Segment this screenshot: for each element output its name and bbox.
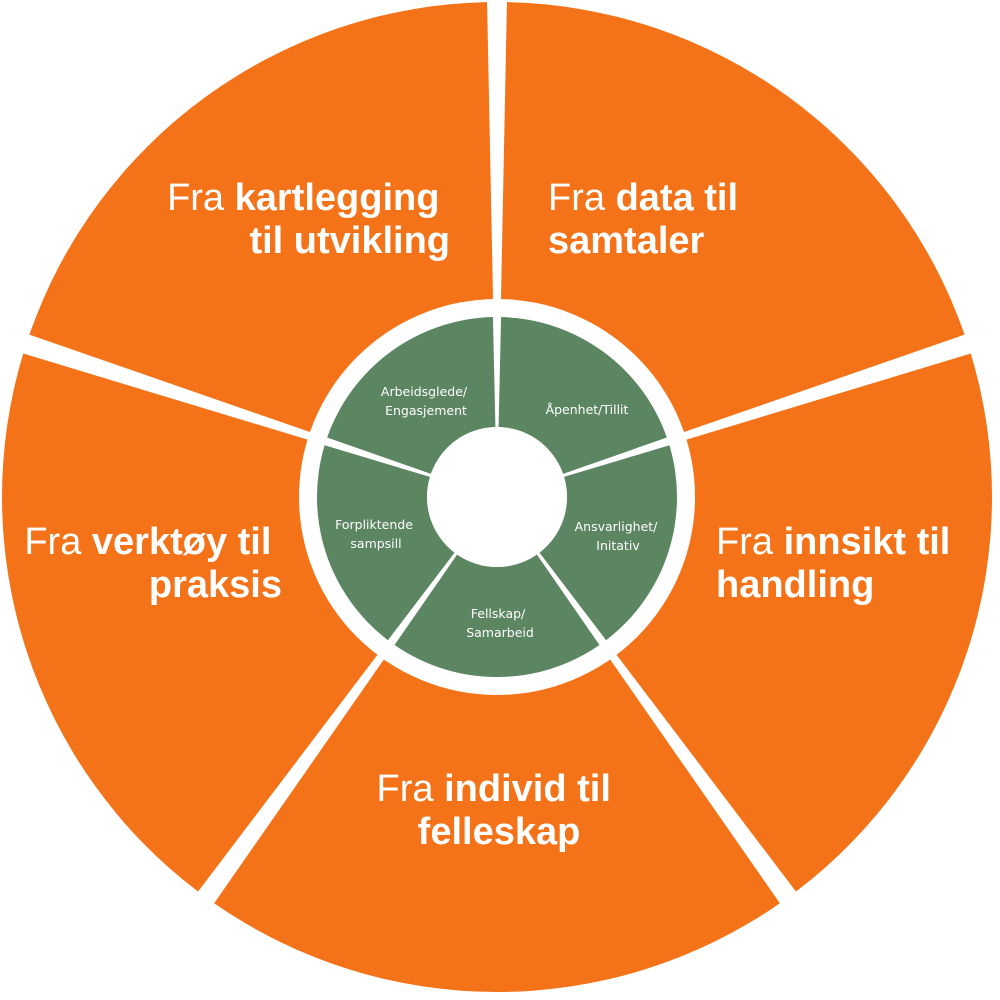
- outer-label-data: Fra data til samtaler: [548, 177, 749, 262]
- outer-label-individ: Fra individ til felleskap: [377, 768, 622, 853]
- inner-segment-forpliktende: [316, 445, 455, 641]
- inner-label-ansvarlighet: Ansvarlighet/ Initativ: [575, 519, 662, 553]
- inner-label-arbeidsglede: Arbeidsglede/ Engasjement: [381, 384, 471, 418]
- center-circle: [427, 427, 567, 567]
- inner-ring: [316, 317, 678, 678]
- inner-segment-arbeidsglede: [327, 317, 496, 474]
- outer-segment-data: [500, 2, 965, 448]
- inner-label-apenhet: Åpenhet/Tillit: [546, 402, 629, 417]
- inner-segment-apenhet: [498, 317, 667, 474]
- outer-label-verktoy: Fra verktøy til praksis: [24, 521, 282, 606]
- outer-segment-kartlegging: [29, 2, 494, 448]
- outer-label-innsikt: Fra innsikt til handling: [716, 521, 961, 606]
- outer-label-kartlegging: Fra kartlegging til utvikling: [167, 177, 450, 262]
- inner-segment-ansvarlighet: [539, 445, 678, 641]
- inner-segment-fellskap: [394, 554, 600, 678]
- inner-label-fellskap: Fellskap/ Samarbeid: [466, 606, 534, 640]
- outer-segment-individ: [214, 620, 780, 992]
- inner-label-forpliktende: Forpliktende sampsill: [335, 517, 417, 551]
